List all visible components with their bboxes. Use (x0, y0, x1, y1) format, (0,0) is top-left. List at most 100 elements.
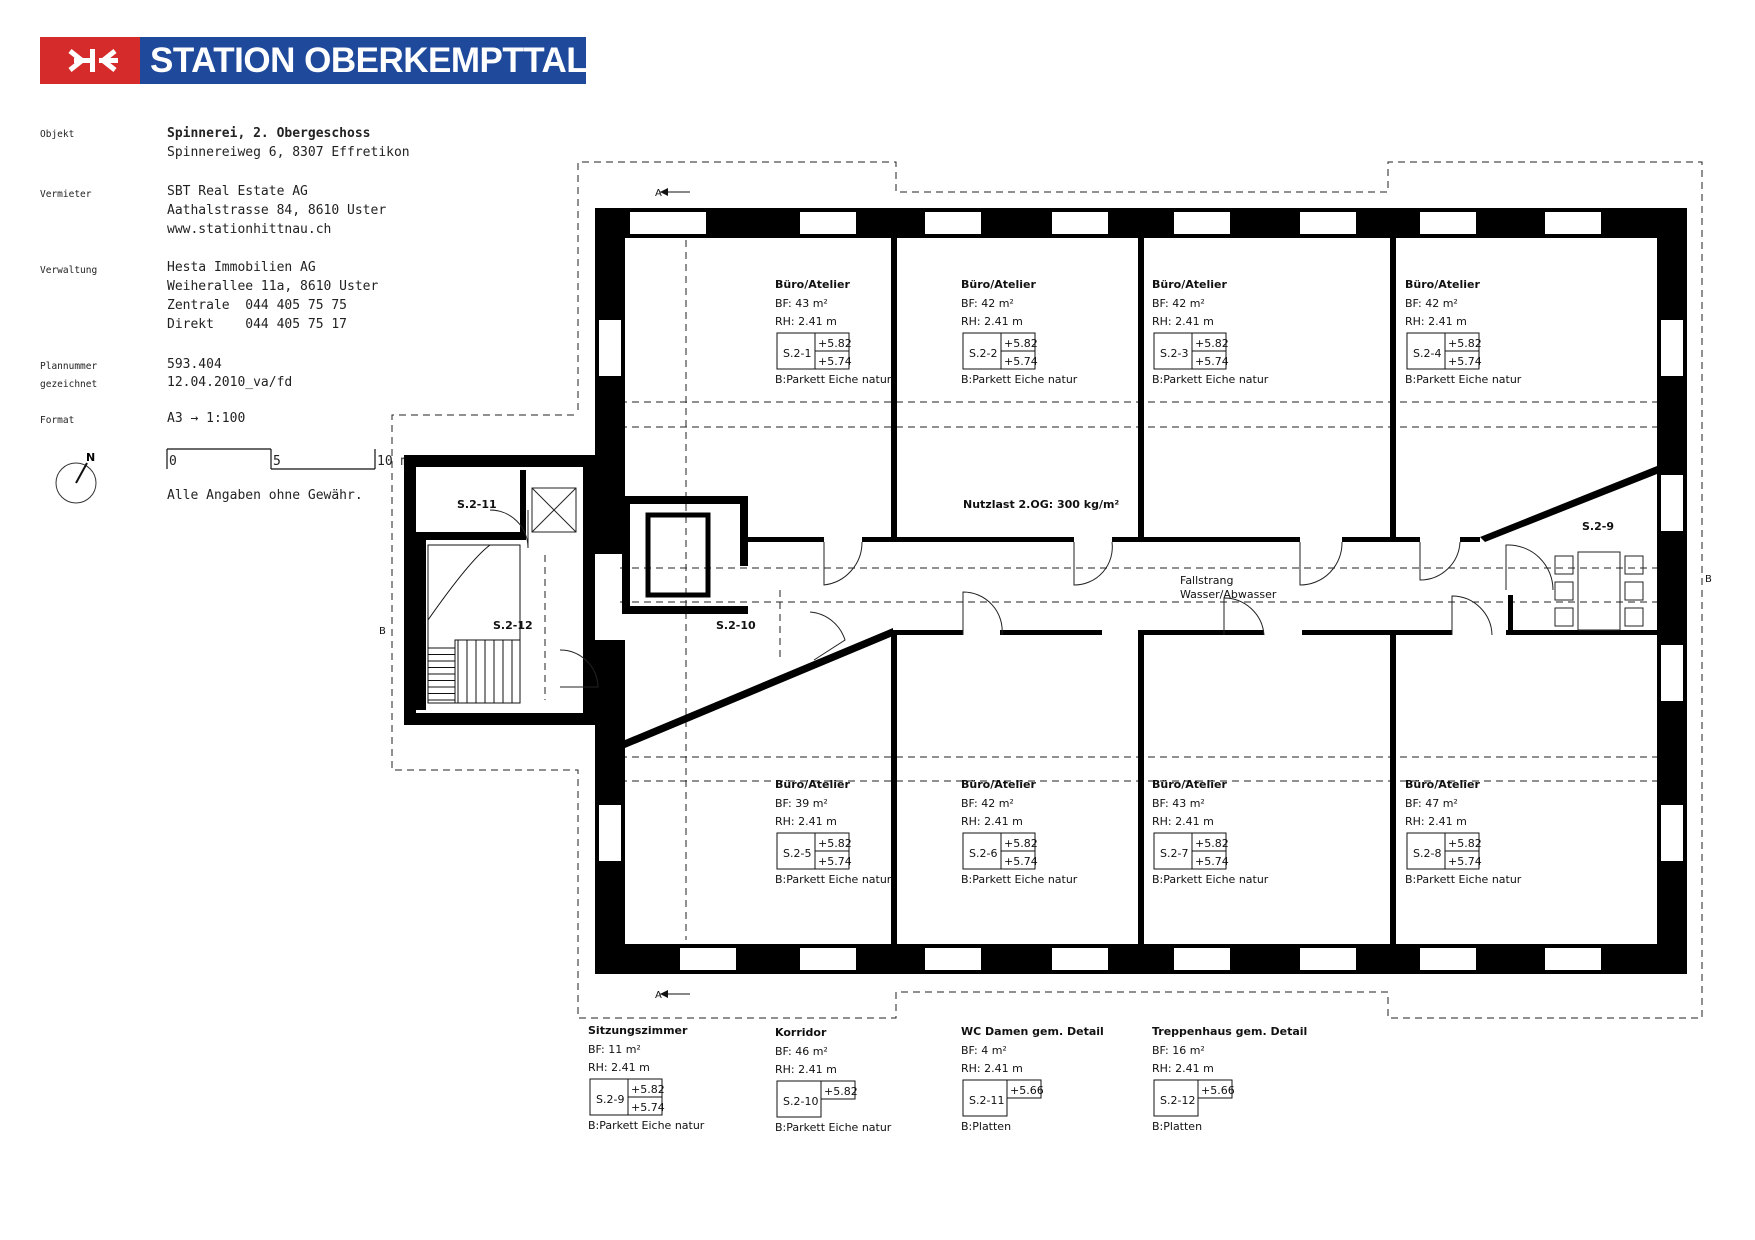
room-height: RH: 2.41 m (775, 315, 837, 328)
floor-finish: B:Parkett Eiche natur (775, 1121, 892, 1134)
floor-finish: B:Parkett Eiche natur (1152, 373, 1269, 386)
meta-label-format: Format (40, 415, 75, 426)
stamp-frame (1444, 850, 1480, 870)
elevation-bottom: +5.74 (1448, 355, 1482, 368)
room-area: BF: 16 m² (1152, 1044, 1205, 1057)
staircase (427, 544, 521, 704)
elevation-bottom: +5.74 (1195, 355, 1229, 368)
meta-label-vermieter: Vermieter (40, 189, 92, 200)
floor-finish: B:Parkett Eiche natur (961, 373, 1078, 386)
elevation-bottom: +5.74 (818, 355, 852, 368)
room-height: RH: 2.41 m (961, 1062, 1023, 1075)
elevation-top: +5.66 (1201, 1084, 1235, 1097)
plan-labels: Nutzlast 2.OG: 300 kg/m² Fallstrang Wass… (457, 498, 1614, 632)
section-marks: A A B B (379, 188, 1712, 1001)
elevation-top: +5.82 (818, 837, 852, 850)
floor-finish: B:Parkett Eiche natur (588, 1119, 705, 1132)
stamp-frame (962, 332, 1002, 370)
sbb-arrows-icon (40, 37, 138, 84)
room-name: Büro/Atelier (961, 778, 1036, 791)
disclaimer: Alle Angaben ohne Gewähr. (167, 488, 363, 503)
room-name: Korridor (775, 1026, 827, 1039)
meta-value-gezeichnet: 12.04.2010_va/fd (167, 375, 293, 390)
room-name: WC Damen gem. Detail (961, 1025, 1104, 1038)
scale-label-5: 5 (273, 454, 281, 469)
scale-bar: 0 5 10 m (166, 448, 408, 470)
elevation-top: +5.82 (1448, 837, 1482, 850)
elevation-bottom: +5.74 (1448, 855, 1482, 868)
walls (404, 208, 1687, 974)
shaft-label-2: Wasser/Abwasser (1180, 588, 1277, 601)
stamp-frame (1191, 350, 1227, 370)
room-id: S.2-10 (783, 1095, 818, 1108)
room-id: S.2-1 (783, 347, 811, 360)
website-link: www.stationhittnau.ch (167, 222, 332, 237)
stamp-frame (962, 1079, 1008, 1117)
elevation-top: +5.82 (824, 1085, 858, 1098)
floor-finish: B:Parkett Eiche natur (961, 873, 1078, 886)
floor-finish: B:Parkett Eiche natur (775, 373, 892, 386)
room-area: BF: 42 m² (961, 297, 1014, 310)
section-a-top: A (655, 188, 662, 199)
elevation-top: +5.82 (1448, 337, 1482, 350)
stamp-frame (1197, 1079, 1233, 1099)
meta-label-objekt: Objekt (40, 129, 75, 140)
tag-s2-12: S.2-12 (493, 619, 533, 632)
stamp-frame (820, 1080, 856, 1100)
room-name: Büro/Atelier (1152, 778, 1227, 791)
room-name: Büro/Atelier (961, 278, 1036, 291)
floor-finish: B:Parkett Eiche natur (1405, 873, 1522, 886)
stamp-frame (1406, 332, 1446, 370)
stamp-frame (776, 332, 816, 370)
room-height: RH: 2.41 m (961, 815, 1023, 828)
floor-finish: B:Parkett Eiche natur (1405, 373, 1522, 386)
elevation-bottom: +5.74 (1004, 355, 1038, 368)
room-id: S.2-12 (1160, 1094, 1195, 1107)
room-area: BF: 43 m² (775, 297, 828, 310)
room-height: RH: 2.41 m (588, 1061, 650, 1074)
meeting-table (1554, 551, 1644, 631)
room-name: Büro/Atelier (1405, 278, 1480, 291)
shaft-label-1: Fallstrang (1180, 574, 1233, 587)
meta-value-verwaltung: Hesta Immobilien AG Weiherallee 11a, 861… (167, 260, 379, 332)
section-b-right: B (1705, 574, 1712, 585)
tag-s2-11: S.2-11 (457, 498, 497, 511)
scale-label-0: 0 (169, 454, 177, 469)
meta-value-plannummer: 593.404 (167, 357, 222, 372)
doors (489, 509, 1554, 688)
room-height: RH: 2.41 m (1152, 815, 1214, 828)
room-height: RH: 2.41 m (1152, 315, 1214, 328)
room-id: S.2-9 (596, 1093, 624, 1106)
load-label: Nutzlast 2.OG: 300 kg/m² (963, 498, 1119, 511)
room-height: RH: 2.41 m (775, 1063, 837, 1076)
elevation-top: +5.66 (1010, 1084, 1044, 1097)
floor-finish: B:Platten (961, 1120, 1011, 1133)
stamp-frame (1000, 350, 1036, 370)
meta-value-vermieter: SBT Real Estate AG Aathalstrasse 84, 861… (167, 184, 387, 237)
elevation-top: +5.82 (1195, 837, 1229, 850)
room-area: BF: 39 m² (775, 797, 828, 810)
room-id: S.2-6 (969, 847, 997, 860)
floor-finish: B:Parkett Eiche natur (1152, 873, 1269, 886)
brand-logo: STATION OBERKEMPTTAL (40, 37, 588, 84)
stamp-frame (627, 1096, 663, 1116)
elevation-top: +5.82 (1004, 837, 1038, 850)
room-name: Treppenhaus gem. Detail (1152, 1025, 1307, 1038)
floor-finish: B:Platten (1152, 1120, 1202, 1133)
elevation-top: +5.82 (1195, 337, 1229, 350)
stamp-frame (1153, 832, 1193, 870)
room-height: RH: 2.41 m (961, 315, 1023, 328)
room-name: Büro/Atelier (1152, 278, 1227, 291)
room-id: S.2-7 (1160, 847, 1188, 860)
shaft (531, 487, 577, 533)
